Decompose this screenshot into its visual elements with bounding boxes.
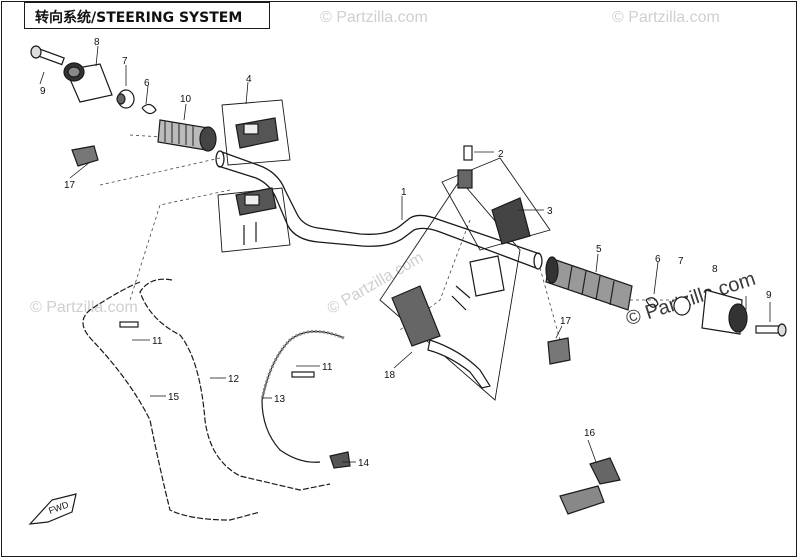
callout-17-left: 17 (64, 180, 76, 191)
subassembly-boxes (217, 99, 551, 401)
callout-10: 10 (180, 94, 192, 105)
watermark: © Partzilla.com (30, 299, 138, 316)
parts: FWD (28, 45, 787, 525)
cable-end (329, 451, 351, 469)
callout-18: 18 (384, 370, 396, 381)
callout-15: 15 (168, 392, 180, 403)
page-title: 转向系统/STEERING SYSTEM (35, 10, 243, 26)
switch-housing-right (451, 197, 531, 311)
grip-left (157, 119, 217, 152)
box-part-4 (221, 99, 291, 166)
clip-left (141, 103, 157, 115)
callout-9-left: 9 (40, 86, 46, 97)
callout-12: 12 (228, 374, 240, 385)
callout-6-right: 6 (655, 254, 661, 265)
box-part-18 (379, 179, 521, 401)
collar-left (116, 89, 135, 109)
callout-8-left: 8 (94, 37, 100, 48)
cable-bracket (559, 457, 621, 515)
callout-9-right: 9 (766, 290, 772, 301)
callout-16: 16 (584, 428, 596, 439)
clamp-left (71, 145, 99, 167)
callout-6-left: 6 (144, 78, 150, 89)
bolt-right (755, 323, 787, 337)
title-box: 转向系统/STEERING SYSTEM (24, 2, 270, 29)
callout-3: 3 (547, 206, 553, 217)
callout-11-right: 11 (322, 362, 333, 373)
callout-7-left: 7 (122, 56, 128, 67)
throttle-switch (457, 145, 473, 189)
cables (82, 278, 345, 521)
bolt-left (30, 45, 65, 66)
watermark: © Partzilla.com (320, 9, 428, 26)
collar-right (673, 296, 691, 316)
callout-11-left: 11 (152, 336, 163, 347)
callout-8-right: 8 (712, 264, 718, 275)
clamp-right (547, 337, 571, 365)
callout-2: 2 (498, 149, 504, 160)
leader-lines (39, 45, 771, 463)
brake-lever (391, 285, 491, 389)
callout-13: 13 (274, 394, 286, 405)
callout-14: 14 (358, 458, 370, 469)
bar-end-weight-left (63, 62, 113, 103)
box-part-3 (441, 157, 551, 251)
watermark: © Partzilla.com (612, 9, 720, 26)
callout-5: 5 (596, 244, 602, 255)
callout-labels: 1 2 3 4 5 6 6 7 7 8 8 9 9 10 11 11 12 13… (40, 37, 772, 469)
switch-housing-left-lower (235, 187, 277, 245)
guide-lines (99, 134, 690, 341)
callout-1: 1 (401, 187, 407, 198)
clip-right (645, 297, 659, 308)
callout-7-right: 7 (678, 256, 684, 267)
callout-17-right: 17 (560, 316, 572, 327)
fwd-arrow: FWD (28, 493, 77, 525)
switch-housing-left-upper (235, 117, 279, 149)
callout-4: 4 (246, 74, 252, 85)
grip-right (545, 256, 633, 311)
bar-end-weight-right (701, 289, 748, 335)
